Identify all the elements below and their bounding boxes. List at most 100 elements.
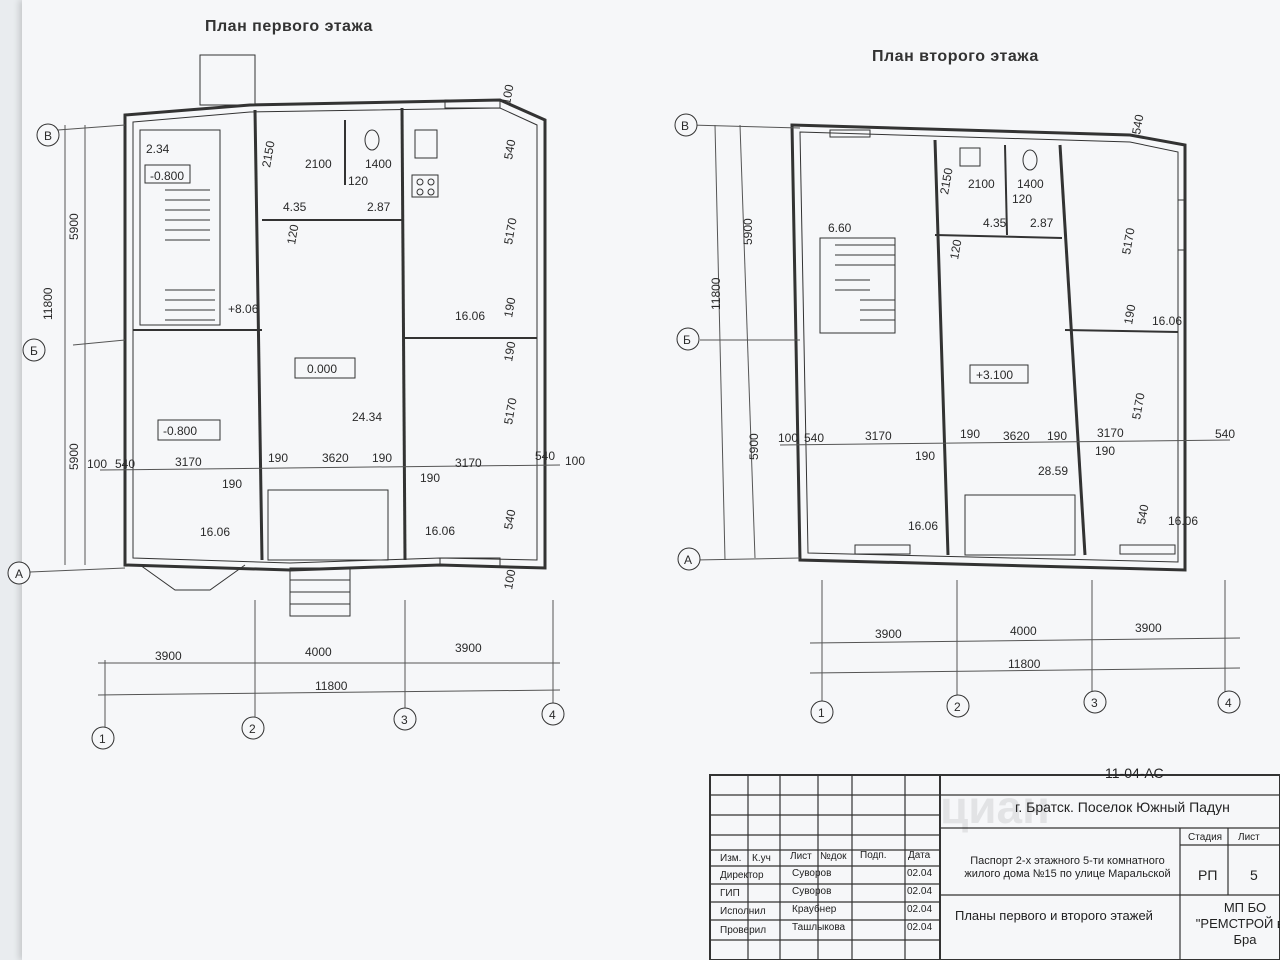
plan2-dim-mid-2: 3170 — [865, 429, 892, 443]
plan1-porch-top — [199, 54, 256, 106]
plan1-dim-mid-8: 100 — [565, 454, 585, 468]
plan1-bay-window — [139, 564, 246, 591]
hdr-list: Лист — [790, 851, 812, 862]
plan1-dim-top-6: 540 — [501, 138, 518, 160]
plan2-dim-bottom-2: 3900 — [1135, 621, 1162, 635]
plan1-area-6: 16.06 — [200, 525, 230, 539]
plan1-axis-num-3: 4 — [549, 708, 556, 722]
plan1-dim-mid-7: 540 — [535, 449, 555, 463]
plan1-toilet — [364, 129, 380, 151]
plan2-area-5: 16.06 — [908, 519, 938, 533]
date-2: 02.04 — [907, 904, 933, 915]
plan2-dim-bottom-1: 4000 — [1010, 624, 1037, 638]
plan1-wall-axis3 — [400, 107, 407, 561]
plan1-level-2: +8.06 — [228, 302, 259, 316]
address: г. Братск. Поселок Южный Падун — [1015, 799, 1230, 815]
plan1-dim-mid-2: 3170 — [175, 455, 202, 469]
plan2-axis-letter-2: А — [684, 553, 692, 567]
plan2-window-bottom — [854, 544, 911, 555]
plan2-dim-mid-4: 3620 — [1003, 429, 1030, 443]
plan2-dim-side-1: 11800 — [709, 277, 723, 310]
plan2-area-1: 4.35 — [983, 216, 1007, 230]
plan1-dim-bottom-0: 3900 — [155, 649, 182, 663]
hdr-kuch: К.уч — [752, 853, 771, 864]
role-3: Проверил — [720, 925, 767, 936]
plan1-dim-mid-9: 190 — [222, 477, 242, 491]
date-1: 02.04 — [907, 886, 933, 897]
plan1-dim-top-7: 5170 — [501, 216, 519, 245]
hdr-ndok: №док — [820, 851, 847, 862]
plan1-title: План первого этажа — [205, 18, 373, 35]
plan1-level-4: -0.800 — [163, 424, 197, 438]
plan2-dim-mid-8: 190 — [915, 449, 935, 463]
plan1-window-top — [444, 99, 501, 109]
plan1-dim-mid-0: 100 — [87, 457, 107, 471]
plan1-dim-top-2: 1400 — [365, 157, 392, 171]
plan2-inner-wall — [799, 131, 1179, 563]
plan1-dim-top-11: 540 — [501, 508, 518, 530]
plan2-wc-wall — [934, 234, 1063, 239]
plan2-dim-mid-5: 190 — [1047, 429, 1067, 443]
plan2-dim-top-4: 120 — [947, 238, 964, 260]
plan1-dim-bottom-3: 11800 — [315, 679, 348, 693]
name-0: Суворов — [792, 868, 832, 879]
plan1-level-box-1 — [144, 164, 191, 184]
organization: МП БО "РЕМСТРОЙ в г. Бра — [1195, 900, 1280, 947]
plan2-wall-axis3 — [1058, 144, 1087, 556]
sheet-label: Лист — [1238, 832, 1260, 843]
plan1-axis-num-0: 1 — [99, 732, 106, 746]
plan2-dim-mid-7: 540 — [1215, 427, 1235, 441]
plan2-wall-axis2 — [933, 139, 950, 556]
plan1-dim-side-1: 11800 — [41, 287, 55, 320]
plan1-dim-side-2: 5900 — [67, 443, 81, 470]
hdr-podp: Подп. — [860, 850, 887, 861]
title-block: 11-04-АС г. Братск. Поселок Южный Падун … — [710, 765, 1280, 960]
plan1-dim-top-0: 2150 — [259, 139, 277, 168]
plan1-area-5: 24.34 — [352, 410, 382, 424]
plan2-dim-side-0: 5900 — [741, 218, 755, 245]
plan1-dim-mid-3: 190 — [268, 451, 288, 465]
plan2-level-box — [969, 364, 1029, 384]
plan2-axis-num-2: 3 — [1091, 696, 1098, 710]
plan1-dim-bottom-1: 4000 — [305, 645, 332, 659]
role-1: ГИП — [720, 888, 740, 899]
plan2-dim-bottom-3: 11800 — [1008, 657, 1041, 671]
plan2-axis-letter-0: В — [681, 119, 689, 133]
plan2-outer-wall — [790, 123, 1187, 572]
plan1-dim-mid-1: 540 — [115, 457, 135, 471]
plan2-room-small — [964, 494, 1076, 556]
plan1-dim-bottom-2: 3900 — [455, 641, 482, 655]
plan2-axis-num-3: 4 — [1225, 696, 1232, 710]
watermark: циан — [940, 781, 1050, 833]
plan2-dim-mid-1: 540 — [804, 431, 824, 445]
hdr-date: Дата — [908, 850, 931, 861]
plan1-window-bottom — [439, 557, 501, 567]
plan1-area-3: 2.87 — [367, 200, 391, 214]
plan2-level-0: +3.100 — [976, 368, 1013, 382]
plan1-inner-wall — [132, 107, 538, 564]
name-3: Ташлыкова — [792, 922, 846, 933]
plan2-area-2: 2.87 — [1030, 216, 1054, 230]
plan2-dim-bottom-0: 3900 — [875, 627, 902, 641]
plan2-area-0: 6.60 — [828, 221, 852, 235]
title-block-grid — [709, 774, 1280, 960]
hdr-izm: Изм. — [720, 853, 742, 864]
plan1-area-1: 2.34 — [146, 142, 170, 156]
plan2-axis-letter-1: Б — [683, 333, 691, 347]
plan1-outer-wall — [123, 98, 547, 572]
plan1-wall-axis2 — [253, 109, 264, 561]
sheet-value: 5 — [1250, 867, 1258, 883]
drawing-sheet — [22, 0, 1280, 960]
plan1-dim-top-12: 100 — [501, 568, 518, 590]
date-3: 02.04 — [907, 922, 933, 933]
plan2-dim-mid-6: 3170 — [1097, 426, 1124, 440]
plan2-stair-steps — [835, 244, 895, 321]
plan2-dim-top-2: 1400 — [1017, 177, 1044, 191]
date-0: 02.04 — [907, 868, 933, 879]
plan1-dim-top-1: 2100 — [305, 157, 332, 171]
axis-bubbles — [7, 113, 1241, 750]
plan2-stair — [819, 237, 896, 334]
plan2-dim-top-6: 5170 — [1119, 226, 1137, 255]
plan2-dim-top-1: 2100 — [968, 177, 995, 191]
